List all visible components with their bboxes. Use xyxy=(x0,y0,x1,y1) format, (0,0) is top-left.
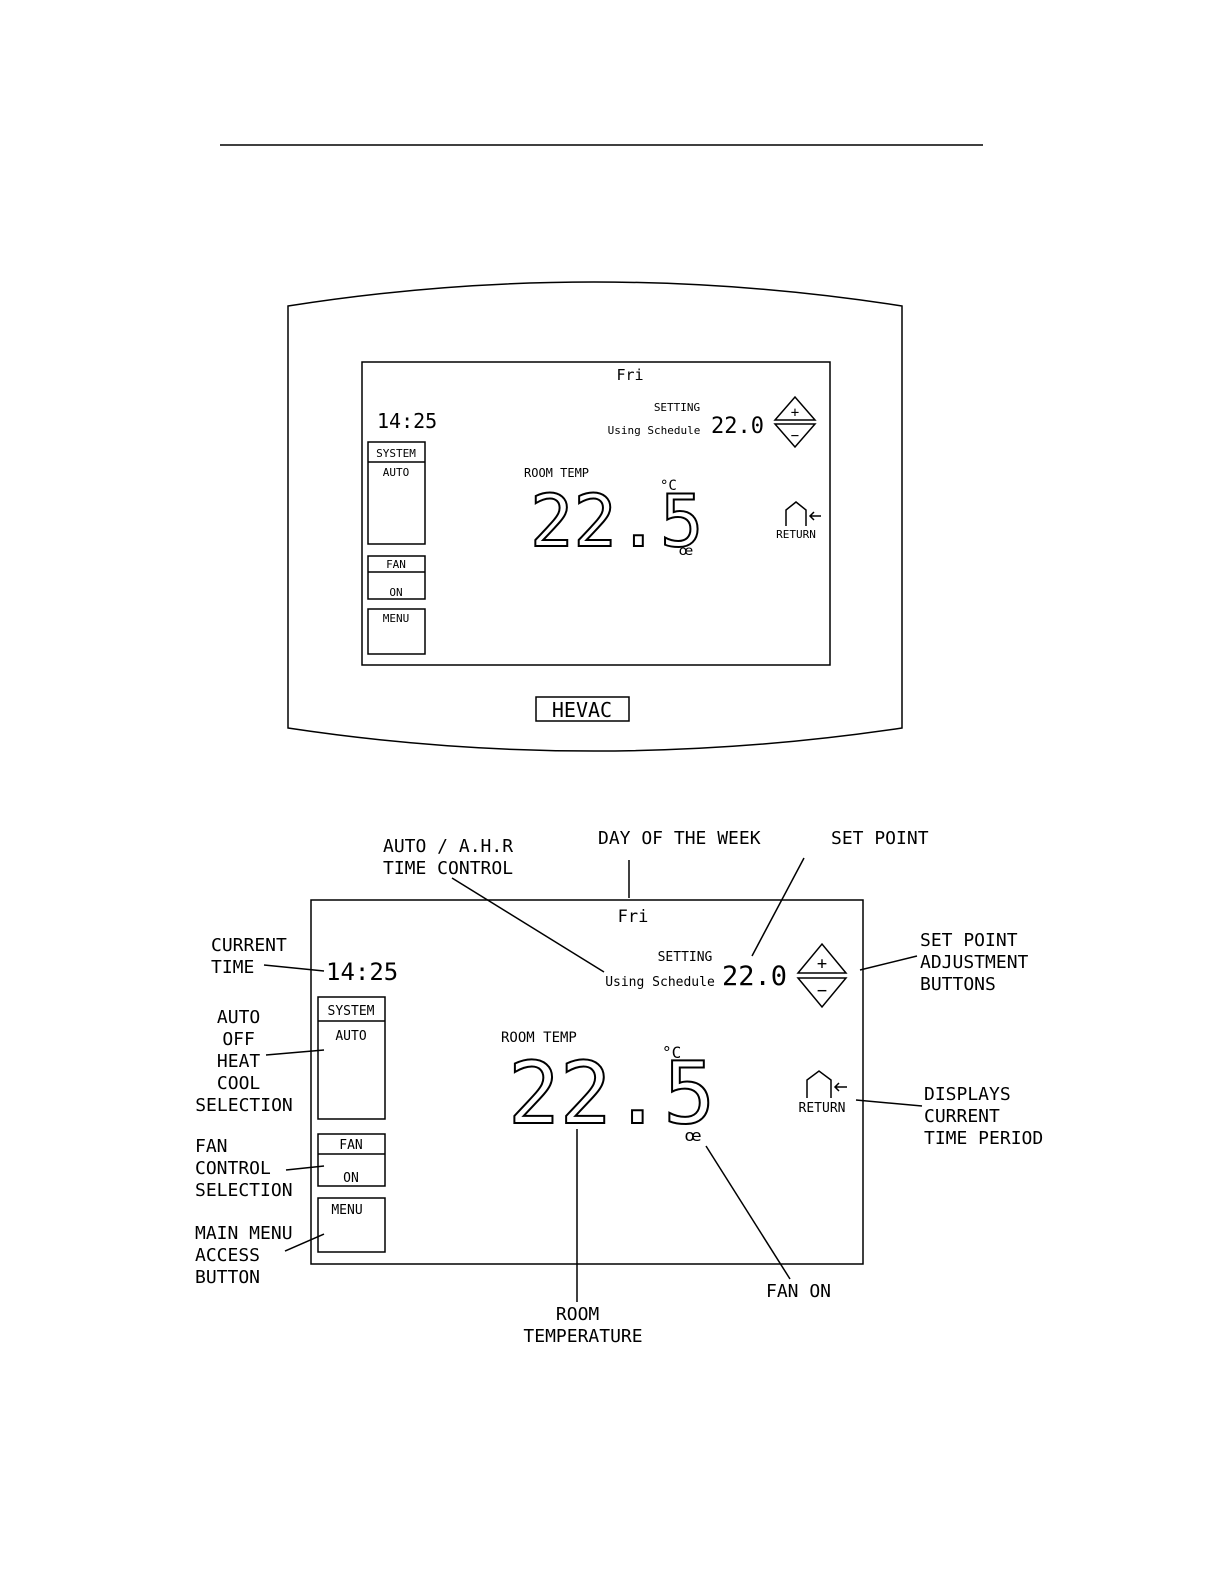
callout-day-of-week: DAY OF THE WEEK xyxy=(598,828,761,849)
minus-button-outline-large[interactable] xyxy=(796,977,848,1009)
schedule-label: Using Schedule xyxy=(608,424,701,437)
current-time: 14:25 xyxy=(377,409,437,433)
plus-icon-large: + xyxy=(817,954,827,974)
fan-label-large: FAN xyxy=(339,1138,362,1153)
leader-set-point xyxy=(751,857,805,957)
leader-lines xyxy=(263,857,923,1302)
plus-icon: + xyxy=(791,405,799,421)
return-label: RETURN xyxy=(776,528,816,541)
temp-unit-large: °C xyxy=(662,1043,681,1062)
menu-button-box[interactable] xyxy=(367,608,426,655)
annotated-screen: Fri 14:25 SETTING Using Schedule 22.0 + … xyxy=(310,899,864,1265)
minus-icon: − xyxy=(791,428,799,444)
fan-running-icon: ꟹ xyxy=(679,541,693,569)
leader-fan-on xyxy=(705,1145,791,1280)
brand-logo: HEVAC xyxy=(552,698,612,722)
callout-room-temperature: ROOM TEMPERATURE xyxy=(523,1304,642,1347)
menu-label-large: MENU xyxy=(331,1203,362,1218)
system-mode-large: AUTO xyxy=(335,1029,366,1044)
setpoint-adjust-buttons[interactable]: + − xyxy=(773,395,817,449)
menu-button-large[interactable]: MENU xyxy=(317,1197,386,1253)
callout-labels: AUTO / A.H.R TIME CONTROL DAY OF THE WEE… xyxy=(195,828,1043,1347)
temp-unit: °C xyxy=(660,478,677,494)
callout-auto-ahr: AUTO / A.H.R TIME CONTROL xyxy=(383,836,524,879)
setpoint-value: 22.0 xyxy=(711,414,764,439)
system-mode: AUTO xyxy=(383,466,410,479)
day-of-week: Fri xyxy=(616,366,643,384)
menu-label: MENU xyxy=(383,612,410,625)
day-of-week-large: Fri xyxy=(618,907,649,927)
room-temp-value: 22.5 xyxy=(530,479,703,563)
callout-set-point: SET POINT xyxy=(831,828,929,849)
menu-button[interactable]: MENU xyxy=(367,608,426,655)
return-indicator-large: RETURN xyxy=(799,1070,847,1116)
return-indicator: RETURN xyxy=(776,501,821,541)
system-button-box-large[interactable] xyxy=(317,996,386,1120)
callout-fan-selection: FAN CONTROL SELECTION xyxy=(195,1136,293,1201)
fan-mode-large: ON xyxy=(343,1171,359,1186)
callout-fan-on: FAN ON xyxy=(766,1281,831,1302)
callout-set-point-adjustment: SET POINT ADJUSTMENT BUTTONS xyxy=(920,930,1039,995)
return-label-large: RETURN xyxy=(799,1101,846,1116)
fan-button-box-large[interactable] xyxy=(317,1133,386,1187)
callout-current-time: CURRENT TIME xyxy=(211,935,298,978)
leader-set-point-adjustment xyxy=(859,955,918,971)
leader-displays-period xyxy=(855,1099,923,1107)
fan-button[interactable]: FAN ON xyxy=(367,555,426,600)
leader-auto-ahr xyxy=(451,877,605,973)
lcd-screen xyxy=(361,361,831,666)
system-label: SYSTEM xyxy=(376,447,416,460)
leader-main-menu xyxy=(284,1233,325,1252)
home-icon xyxy=(785,501,807,526)
system-button-box[interactable] xyxy=(367,441,426,545)
setpoint-value-large: 22.0 xyxy=(722,961,787,992)
minus-button-outline[interactable] xyxy=(773,423,817,449)
setting-label-large: SETTING xyxy=(658,950,713,965)
room-temp-value-large: 22.5 xyxy=(508,1044,715,1144)
system-button-large[interactable]: SYSTEM AUTO xyxy=(317,996,386,1120)
leader-system-selection xyxy=(265,1049,325,1056)
fan-label: FAN xyxy=(386,558,406,571)
left-arrow-icon-large xyxy=(833,1082,847,1092)
fan-button-large[interactable]: FAN ON xyxy=(317,1133,386,1187)
system-button[interactable]: SYSTEM AUTO xyxy=(367,441,426,545)
setpoint-adjust-buttons-large[interactable]: + − xyxy=(796,942,848,1009)
system-label-large: SYSTEM xyxy=(328,1004,375,1019)
callout-main-menu: MAIN MENU ACCESS BUTTON xyxy=(195,1223,303,1288)
current-time-large: 14:25 xyxy=(326,958,398,986)
home-icon-large xyxy=(806,1070,832,1098)
plus-button-outline-large[interactable] xyxy=(796,942,848,974)
menu-button-box-large[interactable] xyxy=(317,1197,386,1253)
callout-displays-period: DISPLAYS CURRENT TIME PERIOD xyxy=(924,1084,1043,1149)
leader-fan-selection xyxy=(285,1165,325,1171)
minus-icon-large: − xyxy=(817,981,827,1001)
plus-button-outline[interactable] xyxy=(773,395,817,421)
fan-running-icon-large: ꟹ xyxy=(685,1124,702,1157)
device-front-view: Fri 14:25 SETTING Using Schedule 22.0 + … xyxy=(287,281,903,752)
room-temp-label-large: ROOM TEMP xyxy=(501,1030,577,1046)
setting-label: SETTING xyxy=(654,401,700,414)
brand-logo-box xyxy=(535,696,630,722)
leader-current-time xyxy=(263,964,325,972)
room-temp-label: ROOM TEMP xyxy=(524,466,589,480)
fan-button-box[interactable] xyxy=(367,555,426,600)
fan-mode: ON xyxy=(389,586,402,599)
schedule-label-large: Using Schedule xyxy=(605,975,715,990)
callout-system-selection: AUTO OFF HEAT COOL SELECTION xyxy=(195,1007,293,1116)
left-arrow-icon xyxy=(808,511,821,521)
